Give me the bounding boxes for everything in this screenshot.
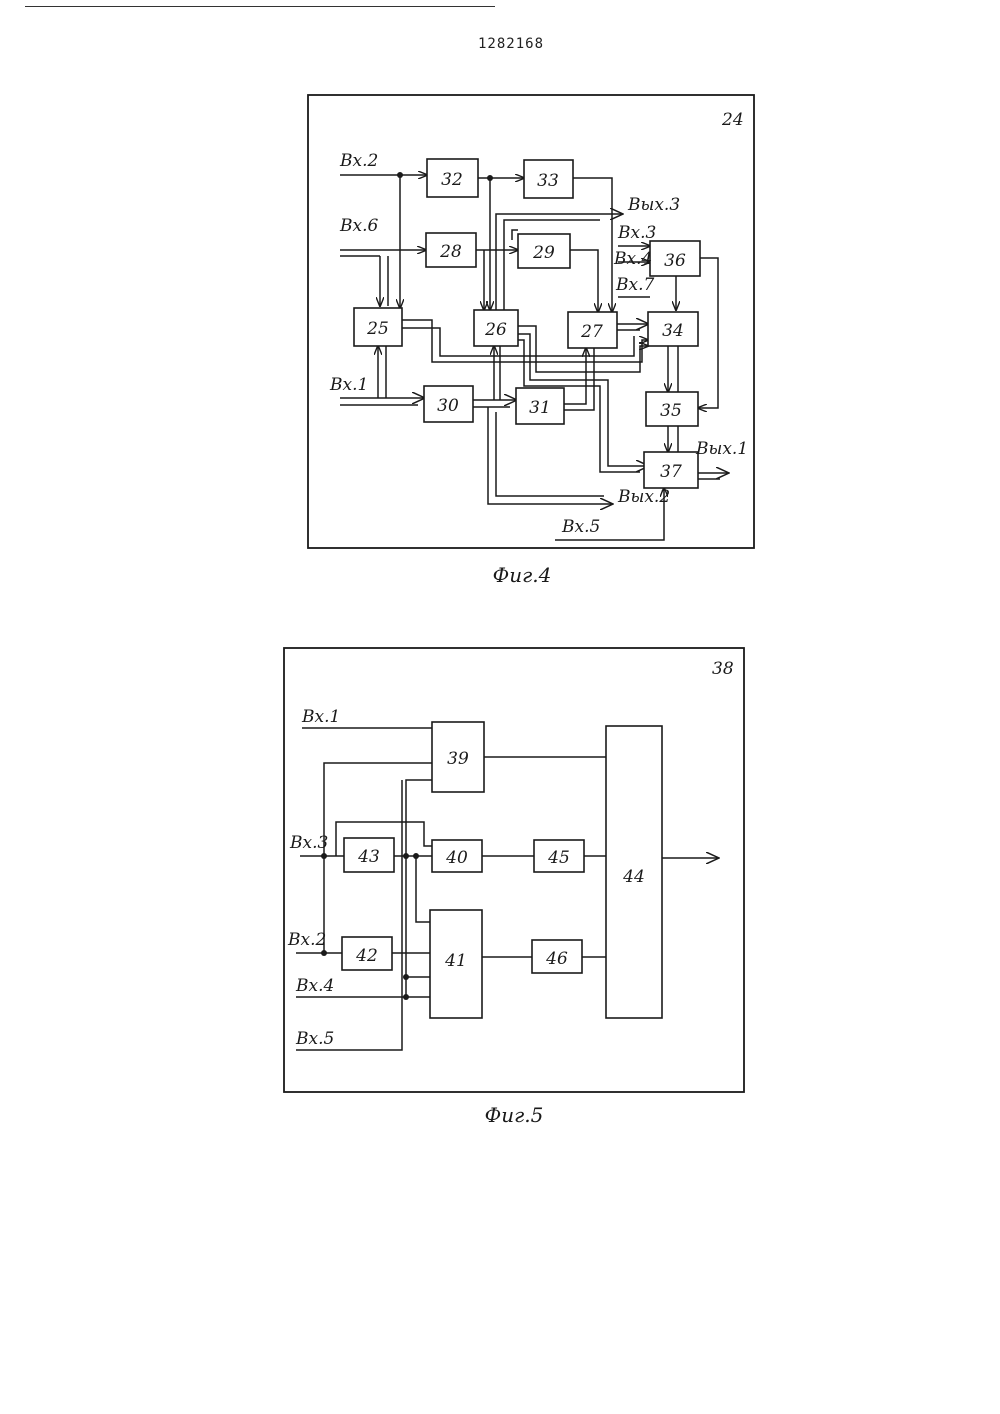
fig5-block-43-label: 43 [357,847,380,867]
fig4-block-31-label: 31 [529,398,551,418]
fig4-block-32-label: 32 [441,170,463,190]
fig4-block-25-label: 25 [366,319,389,339]
fig4-in6-label: Вх.6 [339,216,378,236]
fig5-block-45-label: 45 [547,848,570,868]
fig4-block-30-label: 30 [437,396,459,416]
fig4-diagram: 24 [308,95,754,587]
fig4-block-29-label: 29 [532,243,555,263]
fig5-in1-label: Вх.1 [301,707,340,727]
fig4-block-37-label: 37 [660,462,682,482]
fig4-in5-label: Вх.5 [561,517,600,537]
fig5-in5-label: Вх.5 [295,1029,334,1049]
fig5-block-46-label: 46 [545,949,568,969]
fig5-block-39-label: 39 [447,749,469,769]
fig5-block-41-label: 41 [444,951,467,971]
fig5-in4-label: Вх.4 [295,976,334,996]
fig5-block-40-label: 40 [445,848,468,868]
fig4-out2-label: Вых.2 [617,487,670,507]
fig4-in3-label: Вх.3 [617,223,656,243]
fig4-block-34-label: 34 [662,321,684,341]
fig4-frame-label: 24 [721,110,744,130]
fig4-block-26-label: 26 [484,320,507,340]
fig5-blocks: 39 43 40 45 42 41 46 44 [342,722,662,1018]
fig4-block-27-label: 27 [580,322,603,342]
fig4-out3-label: Вых.3 [627,195,680,215]
fig4-in4-label: Вх.4 [613,249,652,269]
fig5-in3-label: Вх.3 [289,833,328,853]
fig5-in2-label: Вх.2 [287,930,326,950]
fig4-in7-label: Вх.7 [615,275,654,295]
fig5-caption: Фиг.5 [485,1103,544,1127]
fig4-block-35-label: 35 [660,401,682,421]
fig4-out1-label: Вых.1 [695,439,748,459]
fig5-frame-label: 38 [712,659,734,679]
fig5-block-44-label: 44 [622,867,645,887]
fig4-caption: Фиг.4 [493,563,552,587]
fig4-block-28-label: 28 [439,242,462,262]
fig5-diagram: 38 [284,648,744,1127]
fig4-in2-label: Вх.2 [339,151,378,171]
fig4-block-33-label: 33 [537,171,559,191]
fig4-block-36-label: 36 [664,251,686,271]
fig5-block-42-label: 42 [355,946,378,966]
fig4-in1-label: Вх.1 [329,375,368,395]
